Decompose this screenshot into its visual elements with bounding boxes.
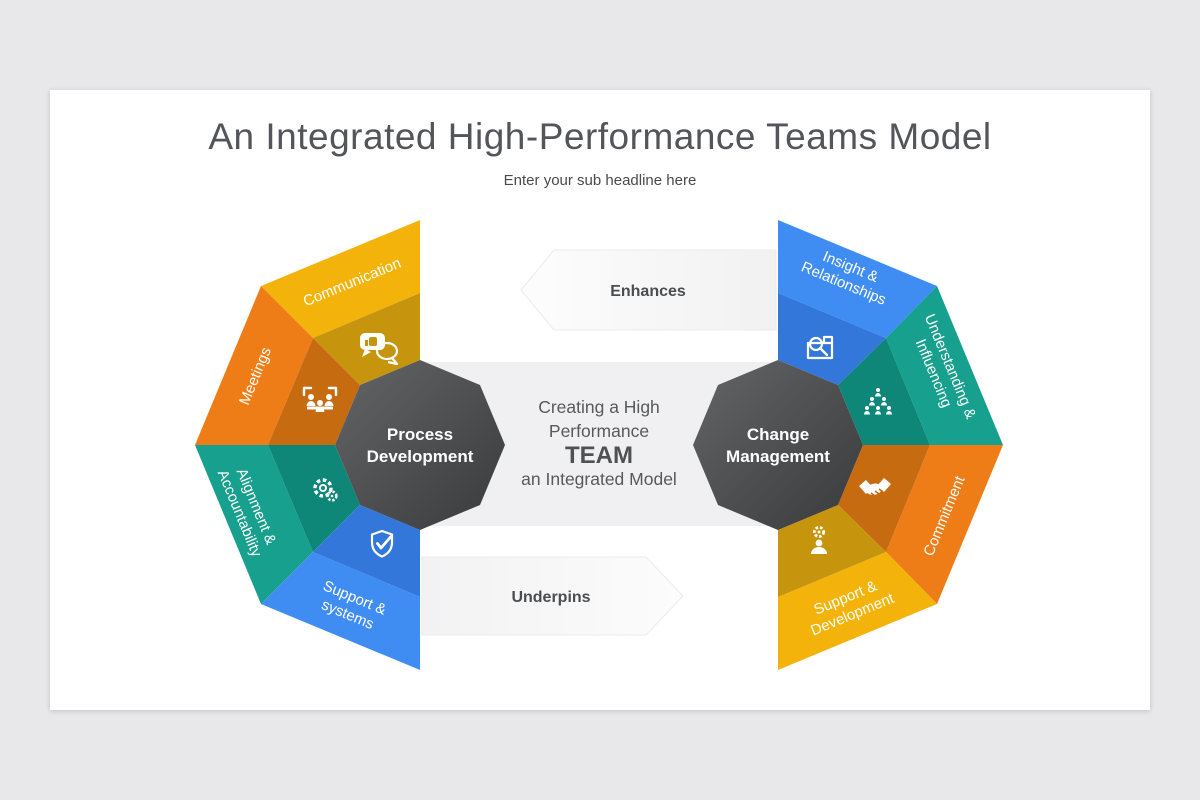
center-text-line4: an Integrated Model bbox=[521, 469, 677, 489]
meeting-table-icon bbox=[302, 386, 338, 412]
hierarchy-icon bbox=[864, 388, 892, 415]
change-management-label-line2: Management bbox=[726, 447, 830, 466]
center-text: Creating a High Performance TEAM an Inte… bbox=[521, 397, 677, 489]
handshake-icon bbox=[859, 478, 891, 497]
search-document-icon bbox=[806, 335, 834, 360]
slide-title: An Integrated High-Performance Teams Mod… bbox=[208, 116, 992, 157]
change-management-core bbox=[693, 360, 863, 530]
center-text-line1: Creating a High bbox=[538, 397, 660, 417]
alignment-icon-segment bbox=[268, 445, 360, 552]
change-management-model: Change Management Insight & Relationship… bbox=[693, 220, 1003, 670]
support-development-icon-segment bbox=[778, 505, 886, 597]
understanding-wedge bbox=[886, 286, 1003, 445]
process-development-label-line2: Development bbox=[367, 447, 474, 466]
process-development-label-line1: Process bbox=[387, 425, 453, 444]
enhances-arrow-label: Enhances bbox=[610, 283, 686, 300]
person-gear-icon bbox=[811, 525, 827, 554]
slide-subtitle: Enter your sub headline here bbox=[503, 172, 697, 189]
underpins-arrow: Underpins bbox=[421, 556, 684, 636]
process-development-model: Process Development Communication Meetin… bbox=[195, 220, 505, 670]
commitment-icon-segment bbox=[838, 445, 930, 552]
underpins-arrow-label: Underpins bbox=[511, 589, 590, 606]
center-text-line2: Performance bbox=[549, 421, 649, 441]
support-systems-wedge bbox=[261, 552, 420, 670]
enhances-arrow: Enhances bbox=[520, 249, 777, 331]
process-development-core bbox=[335, 360, 505, 530]
chat-thumbs-icon bbox=[360, 333, 399, 366]
support-development-wedge bbox=[778, 552, 937, 670]
change-management-label-line1: Change bbox=[747, 425, 809, 444]
communication-wedge bbox=[261, 220, 420, 338]
gears-icon bbox=[313, 478, 338, 502]
underpins-arrow-shape bbox=[421, 556, 684, 636]
support-systems-icon-segment bbox=[313, 505, 420, 597]
shield-check-icon bbox=[370, 529, 394, 558]
commitment-wedge bbox=[886, 445, 1003, 604]
insight-wedge bbox=[778, 220, 937, 338]
enhances-arrow-shape bbox=[520, 249, 777, 331]
alignment-wedge bbox=[195, 445, 313, 604]
understanding-icon-segment bbox=[838, 338, 930, 445]
meetings-icon-segment bbox=[268, 338, 360, 445]
center-text-team: TEAM bbox=[565, 442, 633, 469]
meetings-wedge bbox=[195, 286, 313, 445]
